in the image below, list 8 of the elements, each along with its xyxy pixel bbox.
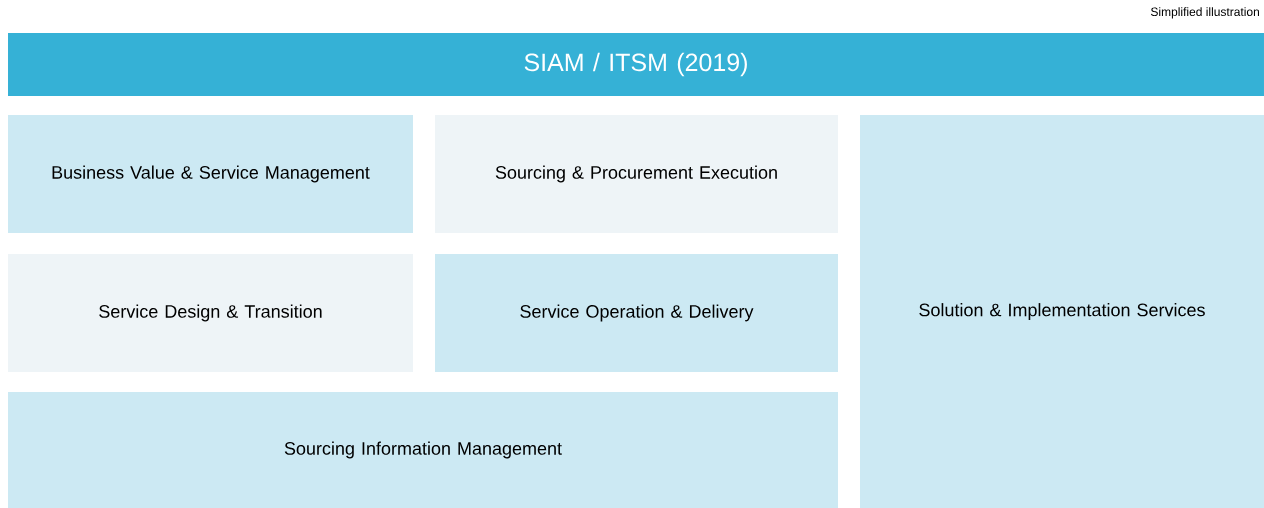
- category-box: Business Value & Service Management: [8, 115, 413, 233]
- category-box: Sourcing & Procurement Execution: [435, 115, 838, 233]
- note-text: Simplified illustration: [1150, 7, 1259, 19]
- header-band: SIAM / ITSM (2019): [8, 33, 1264, 96]
- category-box: Solution & Implementation Services: [860, 115, 1264, 508]
- category-box: Service Design & Transition: [8, 254, 413, 372]
- category-box: Service Operation & Delivery: [435, 254, 838, 372]
- category-box: Sourcing Information Management: [8, 392, 838, 508]
